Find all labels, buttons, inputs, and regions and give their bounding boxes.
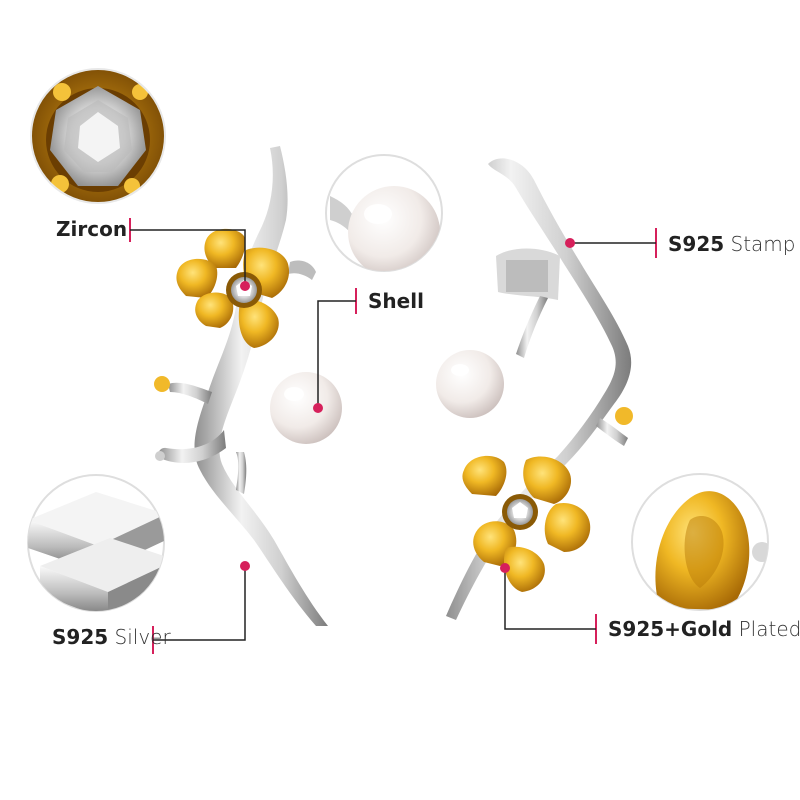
callout-shell-line	[317, 288, 357, 408]
label-silver-name: S925	[52, 625, 109, 649]
right-pearl	[436, 350, 504, 418]
label-stamp: S925 Stamp	[668, 232, 796, 256]
stamp-marker	[565, 238, 575, 248]
right-flower	[462, 455, 591, 592]
label-zircon: Zircon	[56, 217, 127, 241]
silver-marker	[240, 561, 250, 571]
pearl-closeup-icon	[325, 154, 443, 272]
label-stamp-suffix: Stamp	[730, 232, 796, 256]
right-earring	[436, 158, 633, 620]
callout-silver-line	[152, 566, 246, 654]
callout-zircon-line	[129, 218, 246, 286]
gold-marker	[500, 563, 510, 573]
label-stamp-name: S925	[668, 232, 725, 256]
zircon-closeup-icon	[30, 68, 166, 204]
left-earring	[154, 146, 342, 626]
silver-bar-closeup-icon	[27, 474, 165, 612]
shell-marker	[313, 403, 323, 413]
gold-texture-closeup-icon	[631, 473, 769, 611]
label-gold-name: S925+Gold	[608, 617, 733, 641]
callout-stamp-line	[570, 228, 657, 258]
label-silver: S925 Silver	[52, 625, 171, 649]
label-shell-text: Shell	[368, 289, 424, 313]
label-gold-suffix: Plated	[738, 617, 800, 641]
left-pearl	[270, 372, 342, 444]
label-silver-suffix: Silver	[114, 625, 171, 649]
zircon-marker	[240, 281, 250, 291]
label-shell: Shell	[368, 289, 424, 313]
callout-gold-line	[504, 568, 597, 644]
label-gold: S925+Gold Plated	[608, 617, 800, 641]
label-zircon-text: Zircon	[56, 217, 128, 241]
